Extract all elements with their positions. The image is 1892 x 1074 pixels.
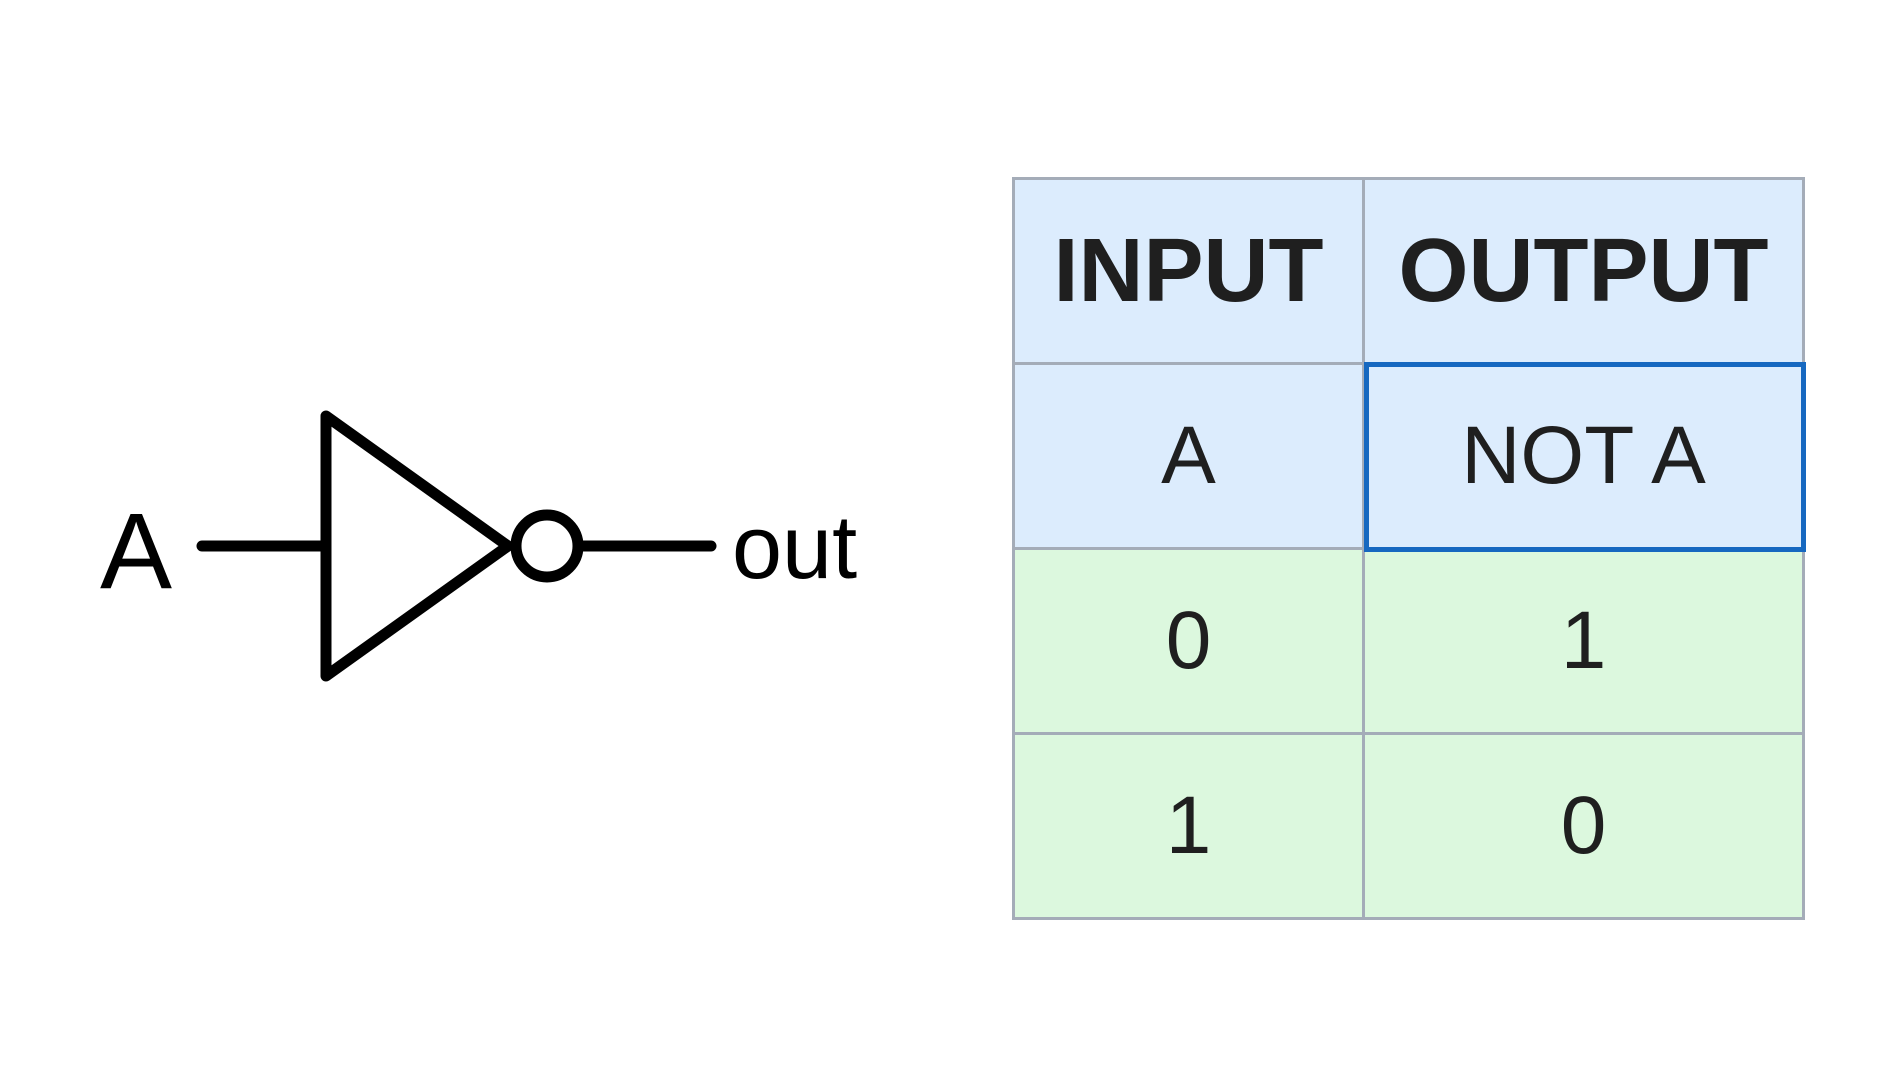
truth-table: INPUT OUTPUT A NOT A 0 1 1 0: [1012, 177, 1805, 920]
input-label: A: [100, 490, 172, 611]
table-cell: 1: [1012, 732, 1365, 920]
subheader-row: A NOT A: [1012, 362, 1805, 550]
subheader-input: A: [1012, 362, 1365, 550]
not-gate-diagram: A out: [100, 410, 857, 682]
table-cell: 1: [1362, 547, 1805, 735]
header-input: INPUT: [1012, 177, 1365, 365]
table-row: 0 1: [1012, 547, 1805, 735]
output-label: out: [732, 498, 857, 598]
inversion-bubble: [510, 509, 584, 583]
subheader-output: NOT A: [1362, 362, 1805, 550]
table-cell: 0: [1362, 732, 1805, 920]
table-cell: 0: [1012, 547, 1365, 735]
table-row: 1 0: [1012, 732, 1805, 920]
header-output: OUTPUT: [1362, 177, 1805, 365]
header-row: INPUT OUTPUT: [1012, 177, 1805, 365]
buffer-triangle: [320, 410, 514, 682]
